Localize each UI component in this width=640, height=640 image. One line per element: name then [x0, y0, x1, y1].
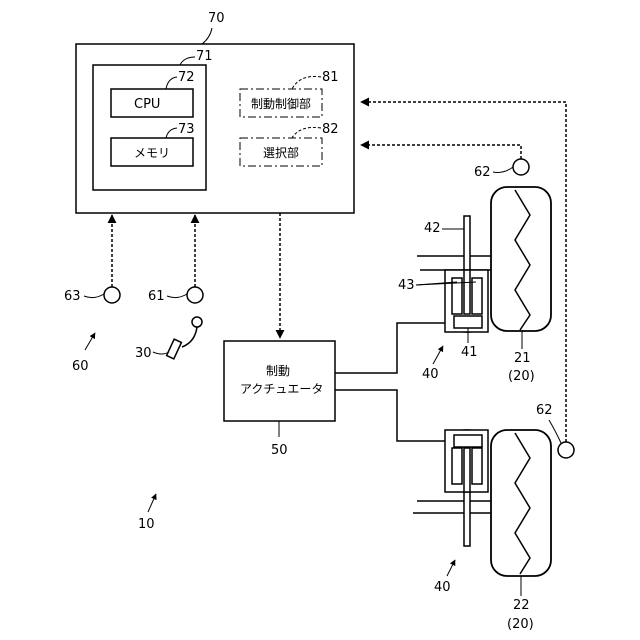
- pedal-ref: 30: [135, 346, 152, 361]
- wheel-bottom-ref: 22: [513, 598, 530, 613]
- system-ref-arrow: [148, 494, 156, 512]
- sensor-63-ref: 63: [64, 289, 81, 304]
- assembly-top-arrow: [433, 346, 443, 364]
- brake-control-unit-leader: [292, 77, 321, 90]
- sensor-61-circle: [187, 287, 203, 303]
- wheel-sensor-top-signal: [361, 145, 521, 159]
- actuator-label-line1: 制動: [266, 364, 290, 378]
- caliper-top-ref: 43: [398, 278, 415, 293]
- disc-bottom-overlay: [464, 448, 470, 492]
- selection-unit-leader: [292, 127, 321, 138]
- disc-top-overlay: [464, 270, 470, 314]
- sensor-63-circle: [104, 287, 120, 303]
- wheel-bottom-group: (20): [507, 617, 534, 632]
- system-ref: 10: [138, 517, 155, 532]
- sensor-61-ref: 61: [148, 289, 165, 304]
- disc-top-ref: 42: [424, 221, 441, 236]
- caliper-bottom-right-jaw: [472, 448, 482, 484]
- wheel-sensor-top-ref: 62: [474, 165, 491, 180]
- memory-ref: 73: [178, 122, 195, 137]
- brake-control-unit-ref: 81: [322, 70, 339, 85]
- hydraulic-line-top: [335, 323, 448, 373]
- pedal-pad: [167, 339, 182, 359]
- sensor-61-leader: [167, 294, 187, 298]
- computer-ref: 71: [196, 49, 213, 64]
- wheel-bottom-tire: [491, 430, 551, 576]
- wheel-sensor-bottom-circle: [558, 442, 574, 458]
- caliper-top-right-jaw: [472, 278, 482, 314]
- piston-top-ref: 41: [461, 345, 478, 360]
- memory-label: メモリ: [134, 146, 170, 160]
- wheel-top-tire: [491, 187, 551, 331]
- sensor-group-arrow: [85, 333, 95, 350]
- wheel-top-group: (20): [508, 369, 535, 384]
- actuator-box: [224, 341, 335, 421]
- controller-ref: 70: [208, 11, 225, 26]
- wheel-sensor-bottom-ref: 62: [536, 403, 553, 418]
- computer-leader: [180, 57, 195, 65]
- piston-bottom: [454, 435, 482, 447]
- pedal-pivot: [192, 317, 202, 327]
- cpu-label: CPU: [134, 97, 160, 112]
- assembly-bottom-arrow: [447, 560, 455, 576]
- sensor-group-ref: 60: [72, 359, 89, 374]
- caliper-bottom-left-jaw: [452, 448, 462, 484]
- wheel-top-ref: 21: [514, 351, 531, 366]
- memory-leader: [166, 128, 177, 138]
- controller-box: [76, 44, 354, 213]
- brake-control-unit-label: 制動制御部: [251, 96, 311, 111]
- controller-leader: [202, 28, 212, 44]
- wheel-sensor-bottom-leader: [549, 420, 561, 443]
- selection-unit-ref: 82: [322, 122, 339, 137]
- selection-unit-label: 選択部: [263, 145, 299, 160]
- wheel-sensor-top-circle: [513, 159, 529, 175]
- piston-top: [454, 316, 482, 328]
- sensor-63-leader: [84, 294, 104, 298]
- cpu-leader: [166, 77, 177, 89]
- wheel-sensor-top-leader: [493, 167, 513, 172]
- actuator-label-line2: アクチュエータ: [240, 382, 323, 396]
- pedal-arm: [182, 327, 197, 347]
- assembly-top-ref: 40: [422, 367, 439, 382]
- actuator-ref: 50: [271, 443, 288, 458]
- assembly-bottom-ref: 40: [434, 580, 451, 595]
- cpu-ref: 72: [178, 70, 195, 85]
- hydraulic-line-bottom: [335, 390, 450, 441]
